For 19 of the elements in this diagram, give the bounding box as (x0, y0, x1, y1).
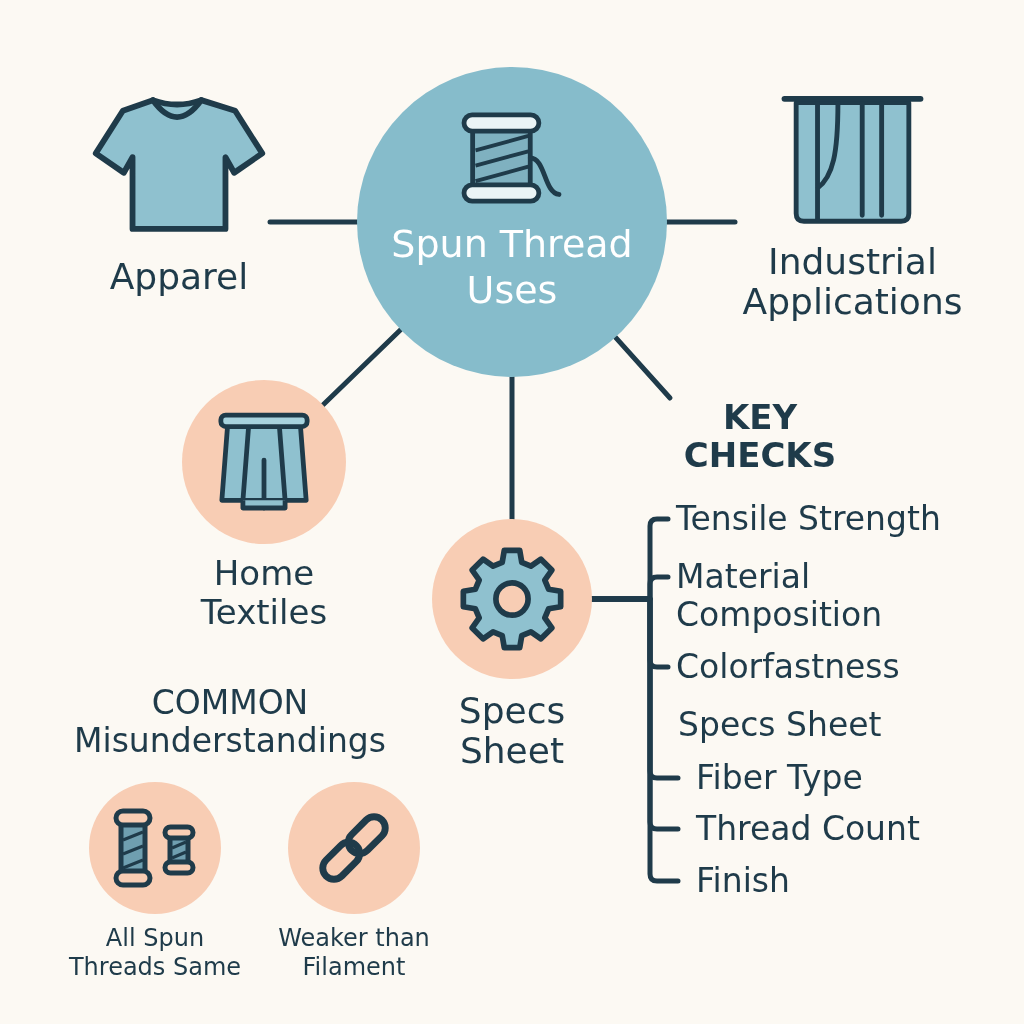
category-label: Weaker than Filament (277, 924, 431, 982)
category-label: All Spun Threads Same (67, 924, 243, 982)
checklist-item: Colorfastness (668, 648, 988, 686)
connector-line (664, 219, 738, 225)
checklist-item: Specs Sheet (678, 706, 883, 744)
category-label: Apparel (109, 256, 249, 298)
category-label: Industrial Applications (741, 242, 964, 323)
checklist-item: Finish (678, 862, 998, 900)
connector-line (320, 327, 404, 408)
checklist-item: Thread Count (678, 810, 998, 848)
category-label: Specs Sheet (457, 691, 567, 771)
category-label: Home Textiles (199, 554, 329, 633)
hub-title: Spun Thread Uses (390, 222, 634, 314)
checklist-item: Tensile Strength (668, 500, 988, 538)
checklist-item: Fiber Type (678, 759, 998, 797)
section-heading: KEY CHECKS (670, 398, 850, 475)
connector-line (613, 334, 673, 401)
checklist-item: Material Composition (668, 558, 988, 634)
section-heading: COMMON Misunderstandings (73, 684, 387, 760)
